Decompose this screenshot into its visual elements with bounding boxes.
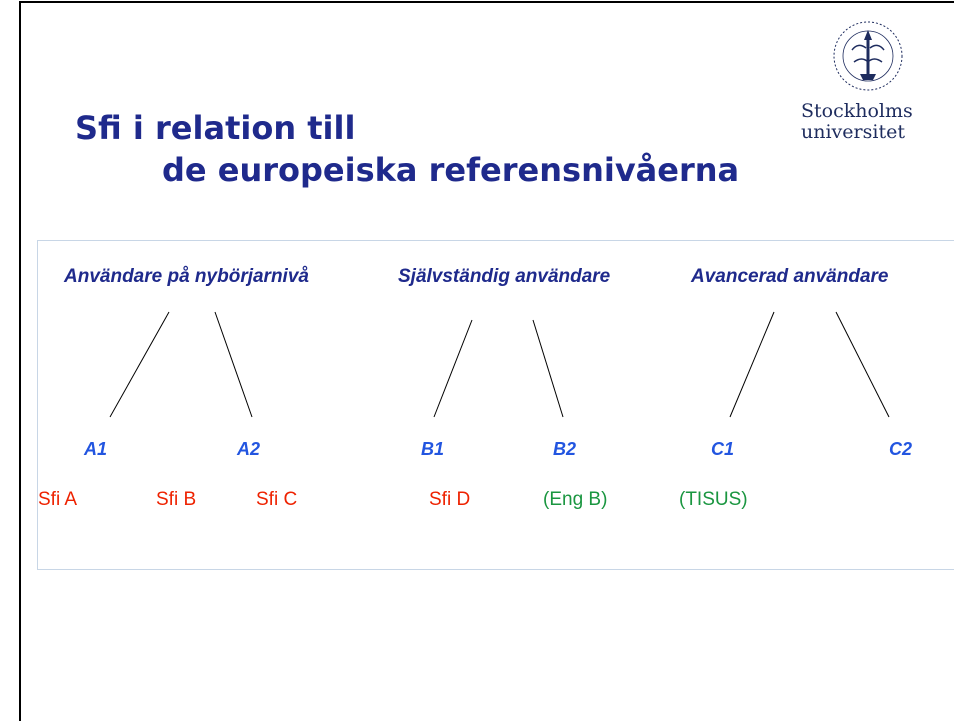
university-seal-icon <box>833 21 903 91</box>
content-box <box>37 240 954 570</box>
slide-title-line1: Sfi i relation till <box>75 109 356 147</box>
logo-text-line2: universitet <box>801 121 905 143</box>
category-beginner: Användare på nybörjarnivå <box>64 266 309 287</box>
course-sfi-c: Sfi C <box>256 489 298 510</box>
connector-a1 <box>109 311 170 418</box>
level-a2: A2 <box>237 439 261 459</box>
level-a1: A1 <box>84 439 108 459</box>
slide-frame <box>19 1 954 721</box>
connector-c1 <box>729 311 775 418</box>
course-sfi-d: Sfi D <box>429 489 471 510</box>
connector-b1 <box>433 319 473 418</box>
slide-title-line2: de europeiska referensnivåerna <box>162 151 740 189</box>
course-tisus: (TISUS) <box>679 489 748 510</box>
course-sfi-b: Sfi B <box>156 489 197 510</box>
level-c2: C2 <box>889 439 913 459</box>
logo-text-line1: Stockholms <box>801 100 913 122</box>
connector-a2 <box>214 311 253 418</box>
course-sfi-a: Sfi A <box>38 489 78 510</box>
level-b1: B1 <box>421 439 445 459</box>
level-c1: C1 <box>711 439 735 459</box>
category-advanced: Avancerad användare <box>691 266 889 287</box>
course-eng-b: (Eng B) <box>543 489 608 510</box>
connector-c2 <box>835 311 890 418</box>
logo-wordmark: Stockholms universitet <box>801 101 913 143</box>
category-independent: Självständig användare <box>398 266 611 287</box>
connector-b2 <box>532 319 564 418</box>
level-b2: B2 <box>553 439 577 459</box>
